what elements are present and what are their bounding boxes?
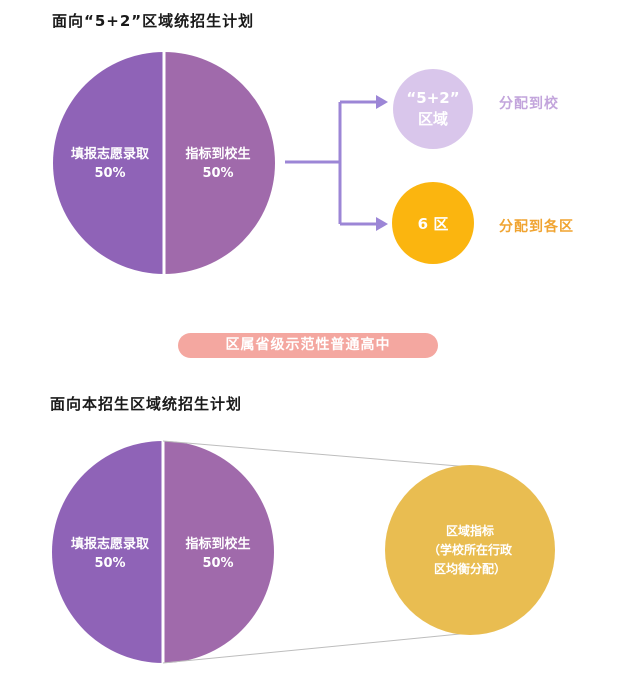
pie2-left-text: 填报志愿录取 <box>70 537 149 552</box>
school-type-band: 区属省级示范性普通高中 <box>178 333 438 358</box>
pie2-right-half <box>163 441 274 663</box>
pie1-left-half <box>53 52 164 274</box>
regional-quota-note-line2: 区均衡分配） <box>433 561 506 576</box>
pie2-right-percent: 50% <box>202 556 234 571</box>
target-5plus2-circle: “5+2” 区域 <box>393 69 473 149</box>
pie1-right-half <box>164 52 275 274</box>
pie1-left-label: 填报志愿录取 50% <box>62 145 158 183</box>
connector-top <box>162 440 471 468</box>
target-6-district-circle: 6 区 <box>392 182 474 264</box>
target-5plus2-line1: “5+2” <box>406 89 460 107</box>
pie2-left-half <box>52 441 163 663</box>
regional-quota-note-line1: （学校所在行政 <box>427 542 512 557</box>
pie1-right-percent: 50% <box>202 166 234 181</box>
pie1-left-percent: 50% <box>94 166 126 181</box>
target-5plus2-label: 分配到校 <box>499 96 559 112</box>
pie1-right-label: 指标到校生 50% <box>170 145 266 183</box>
pie2-left-label: 填报志愿录取 50% <box>62 535 158 573</box>
regional-quota-title: 区域指标 <box>445 523 494 538</box>
section1-title: 面向“5+2”区域统招生计划 <box>52 12 255 30</box>
regional-quota-circle: 区域指标 （学校所在行政 区均衡分配） <box>385 465 555 635</box>
target-5plus2-line2: 区域 <box>417 110 448 128</box>
pie1-left-text: 填报志愿录取 <box>70 147 149 162</box>
arrow-head-top <box>376 95 388 109</box>
section2-title: 面向本招生区域统招生计划 <box>50 395 243 413</box>
pie2-right-text: 指标到校生 <box>185 537 251 552</box>
target-6-district-label: 分配到各区 <box>499 219 574 235</box>
branch-arrows <box>285 100 378 226</box>
pie2-right-label: 指标到校生 50% <box>170 535 266 573</box>
pie1-right-text: 指标到校生 <box>185 147 251 162</box>
connector-bottom <box>162 632 471 664</box>
arrow-head-bottom <box>376 217 388 231</box>
pie2-left-percent: 50% <box>94 556 126 571</box>
